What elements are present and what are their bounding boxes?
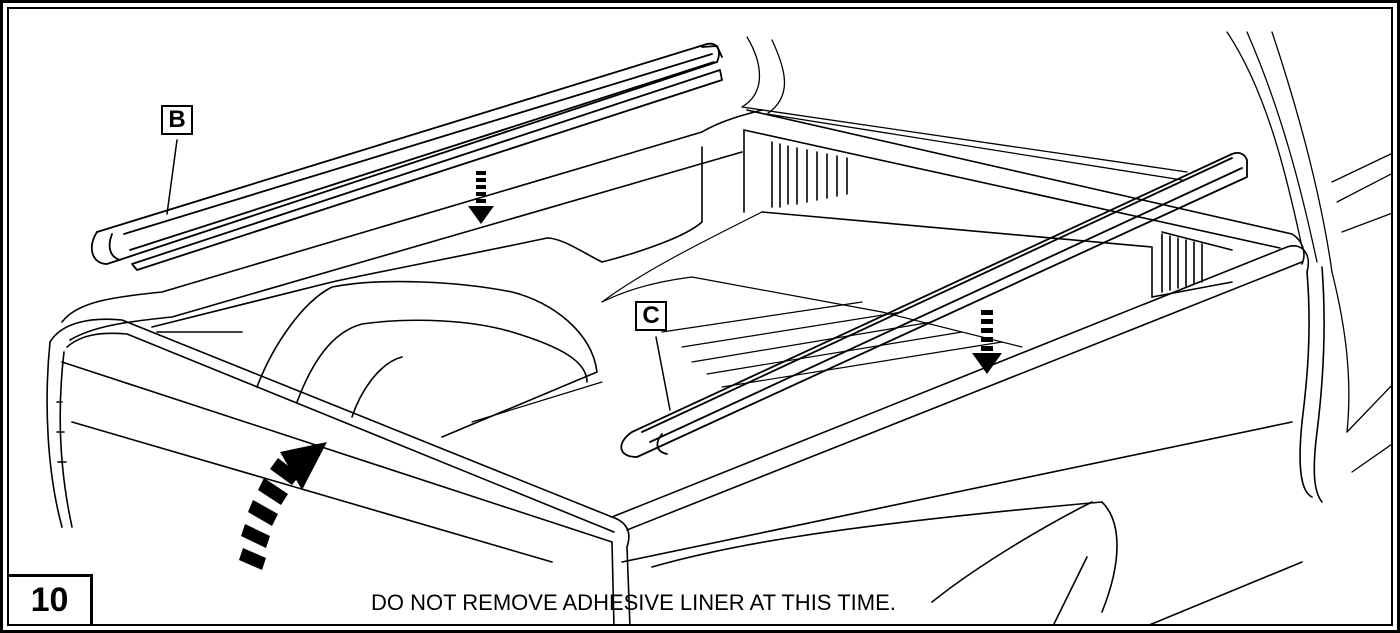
truck-bed-illustration: [46, 31, 1391, 624]
figure-panel: B C 10 DO NOT REMOVE ADHESIVE LINER AT T…: [7, 7, 1393, 626]
step-number: 10: [9, 574, 93, 624]
label-b: B: [161, 105, 193, 135]
down-arrow-right: [972, 310, 1002, 374]
instruction-caption: DO NOT REMOVE ADHESIVE LINER AT THIS TIM…: [371, 590, 896, 615]
down-arrow-left: [468, 171, 494, 224]
cab-outline: [741, 31, 1391, 473]
rail-b: [90, 42, 723, 271]
label-leaders: [166, 139, 671, 411]
wheel-well: [256, 280, 598, 438]
bed-floor: [471, 211, 1023, 423]
bed-walls: [61, 109, 1305, 341]
rail-c: [620, 152, 1248, 458]
bed-side-near: [46, 245, 1325, 624]
label-c: C: [635, 301, 667, 331]
curved-arrow: [239, 442, 327, 570]
